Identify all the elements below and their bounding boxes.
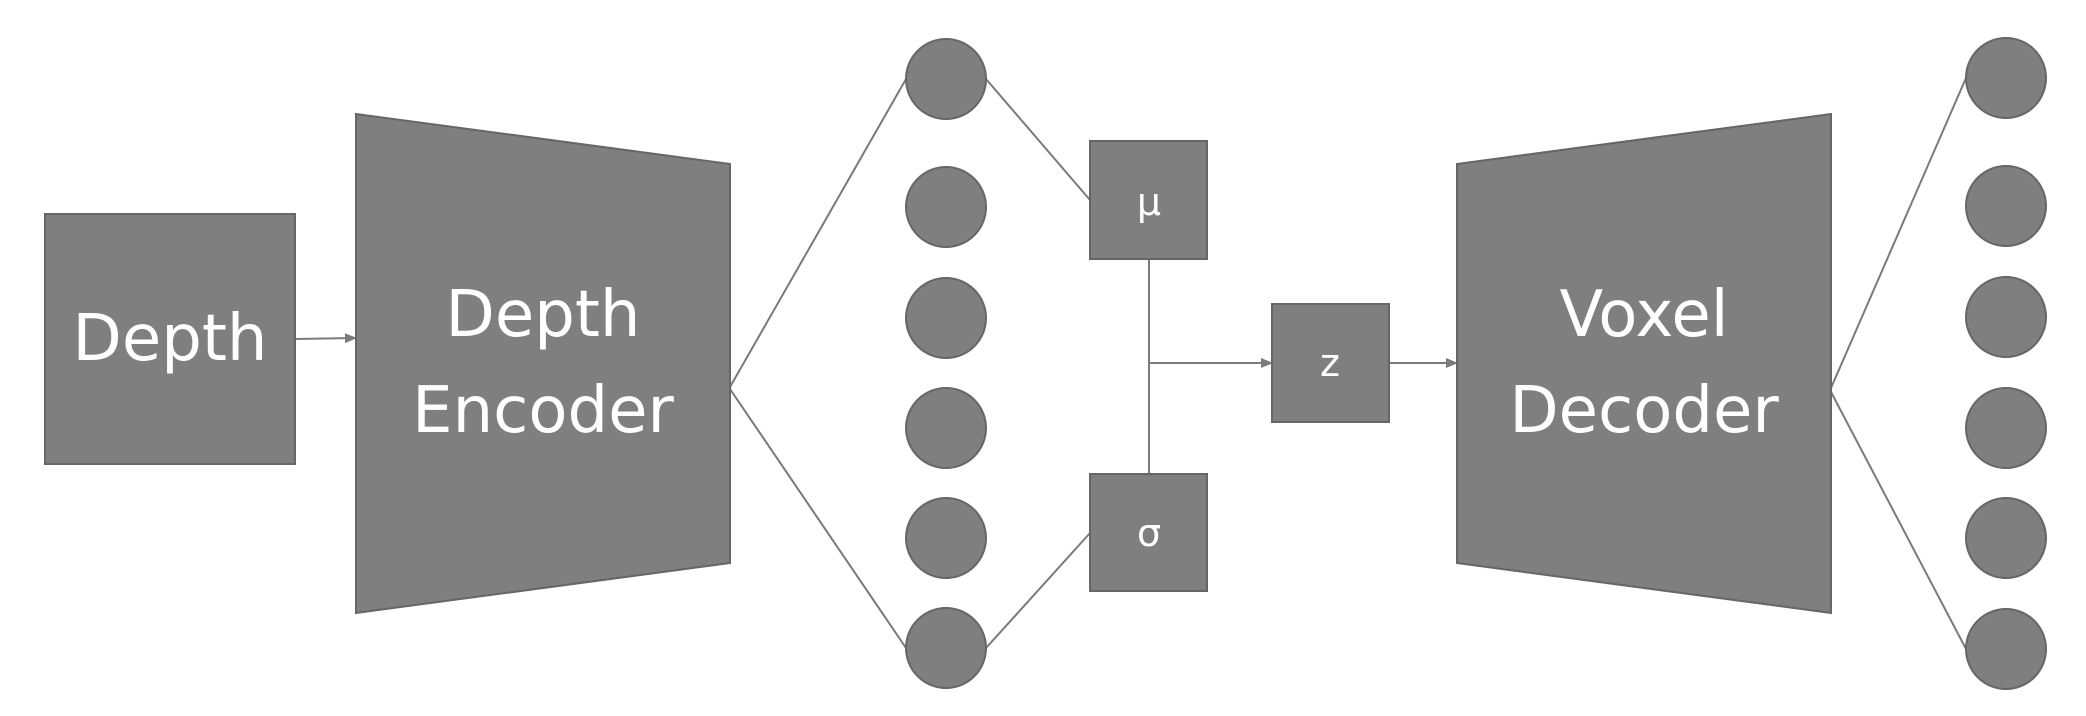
connectors [294,77,1967,650]
voxel-decoder-label-line1: Voxel [1559,278,1728,352]
depth-input-box: Depth [44,213,296,465]
voxel-decoder-label-line2: Decoder [1509,374,1779,448]
edge-bottom-latent-node-to-sigma [985,532,1091,649]
voxel-decoder-block: Voxel Decoder [1456,112,1832,615]
output-nodes [1965,37,2047,690]
edge-top-latent-node-to-mu [985,78,1091,201]
output-node [1965,37,2047,119]
edge-encoder-to-top-latent-node [729,78,907,388]
latent-node [905,497,987,579]
latent-node [905,277,987,359]
edge-decoder-to-bottom-output-node [1830,391,1967,650]
output-node [1965,387,2047,469]
arrow-depth-to-encoder [294,333,357,344]
latent-node [905,607,987,689]
sigma-label: σ [1137,511,1161,555]
mu-box: μ [1089,140,1208,260]
z-box: z [1271,303,1390,423]
output-node [1965,608,2047,690]
depth-encoder-block: Depth Encoder [355,112,731,615]
latent-node [905,387,987,469]
output-node [1965,165,2047,247]
latent-node [905,38,987,120]
output-node [1965,497,2047,579]
latent-node [905,166,987,248]
sigma-box: σ [1089,473,1208,592]
mu-label: μ [1137,180,1161,224]
edge-decoder-to-top-output-node [1830,77,1967,389]
z-label: z [1320,341,1340,385]
output-node [1965,276,2047,358]
edge-encoder-to-bottom-latent-node [729,388,907,649]
depth-encoder-label-line1: Depth [446,278,641,352]
depth-encoder-label-line2: Encoder [412,374,674,448]
latent-nodes [905,38,987,689]
depth-input-label: Depth [73,302,268,376]
